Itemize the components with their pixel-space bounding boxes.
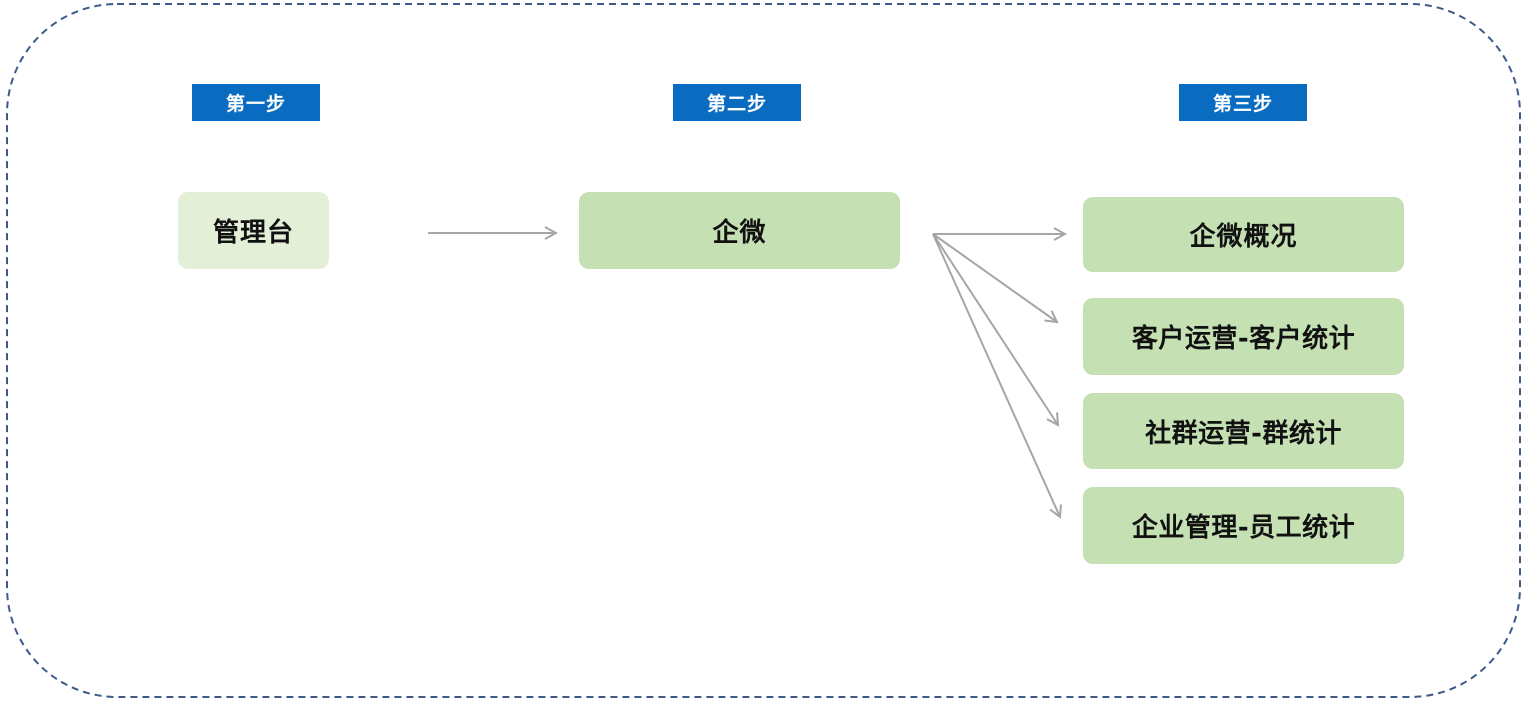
node-wecom-overview: 企微概况 xyxy=(1083,197,1404,272)
arrow-wecom-to-staff-stats xyxy=(932,233,1060,517)
node-group-stats: 社群运营-群统计 xyxy=(1083,393,1404,469)
node-customer-stats: 客户运营-客户统计 xyxy=(1083,298,1404,375)
step-2-label: 第二步 xyxy=(673,84,801,121)
step-1-label: 第一步 xyxy=(192,84,320,121)
node-wecom: 企微 xyxy=(579,192,900,269)
node-staff-stats: 企业管理-员工统计 xyxy=(1083,487,1404,564)
step-3-label: 第三步 xyxy=(1179,84,1307,121)
arrow-wecom-to-group-stats xyxy=(932,233,1058,425)
arrow-wecom-to-customer-stats xyxy=(932,233,1057,322)
node-admin-console: 管理台 xyxy=(178,192,329,269)
